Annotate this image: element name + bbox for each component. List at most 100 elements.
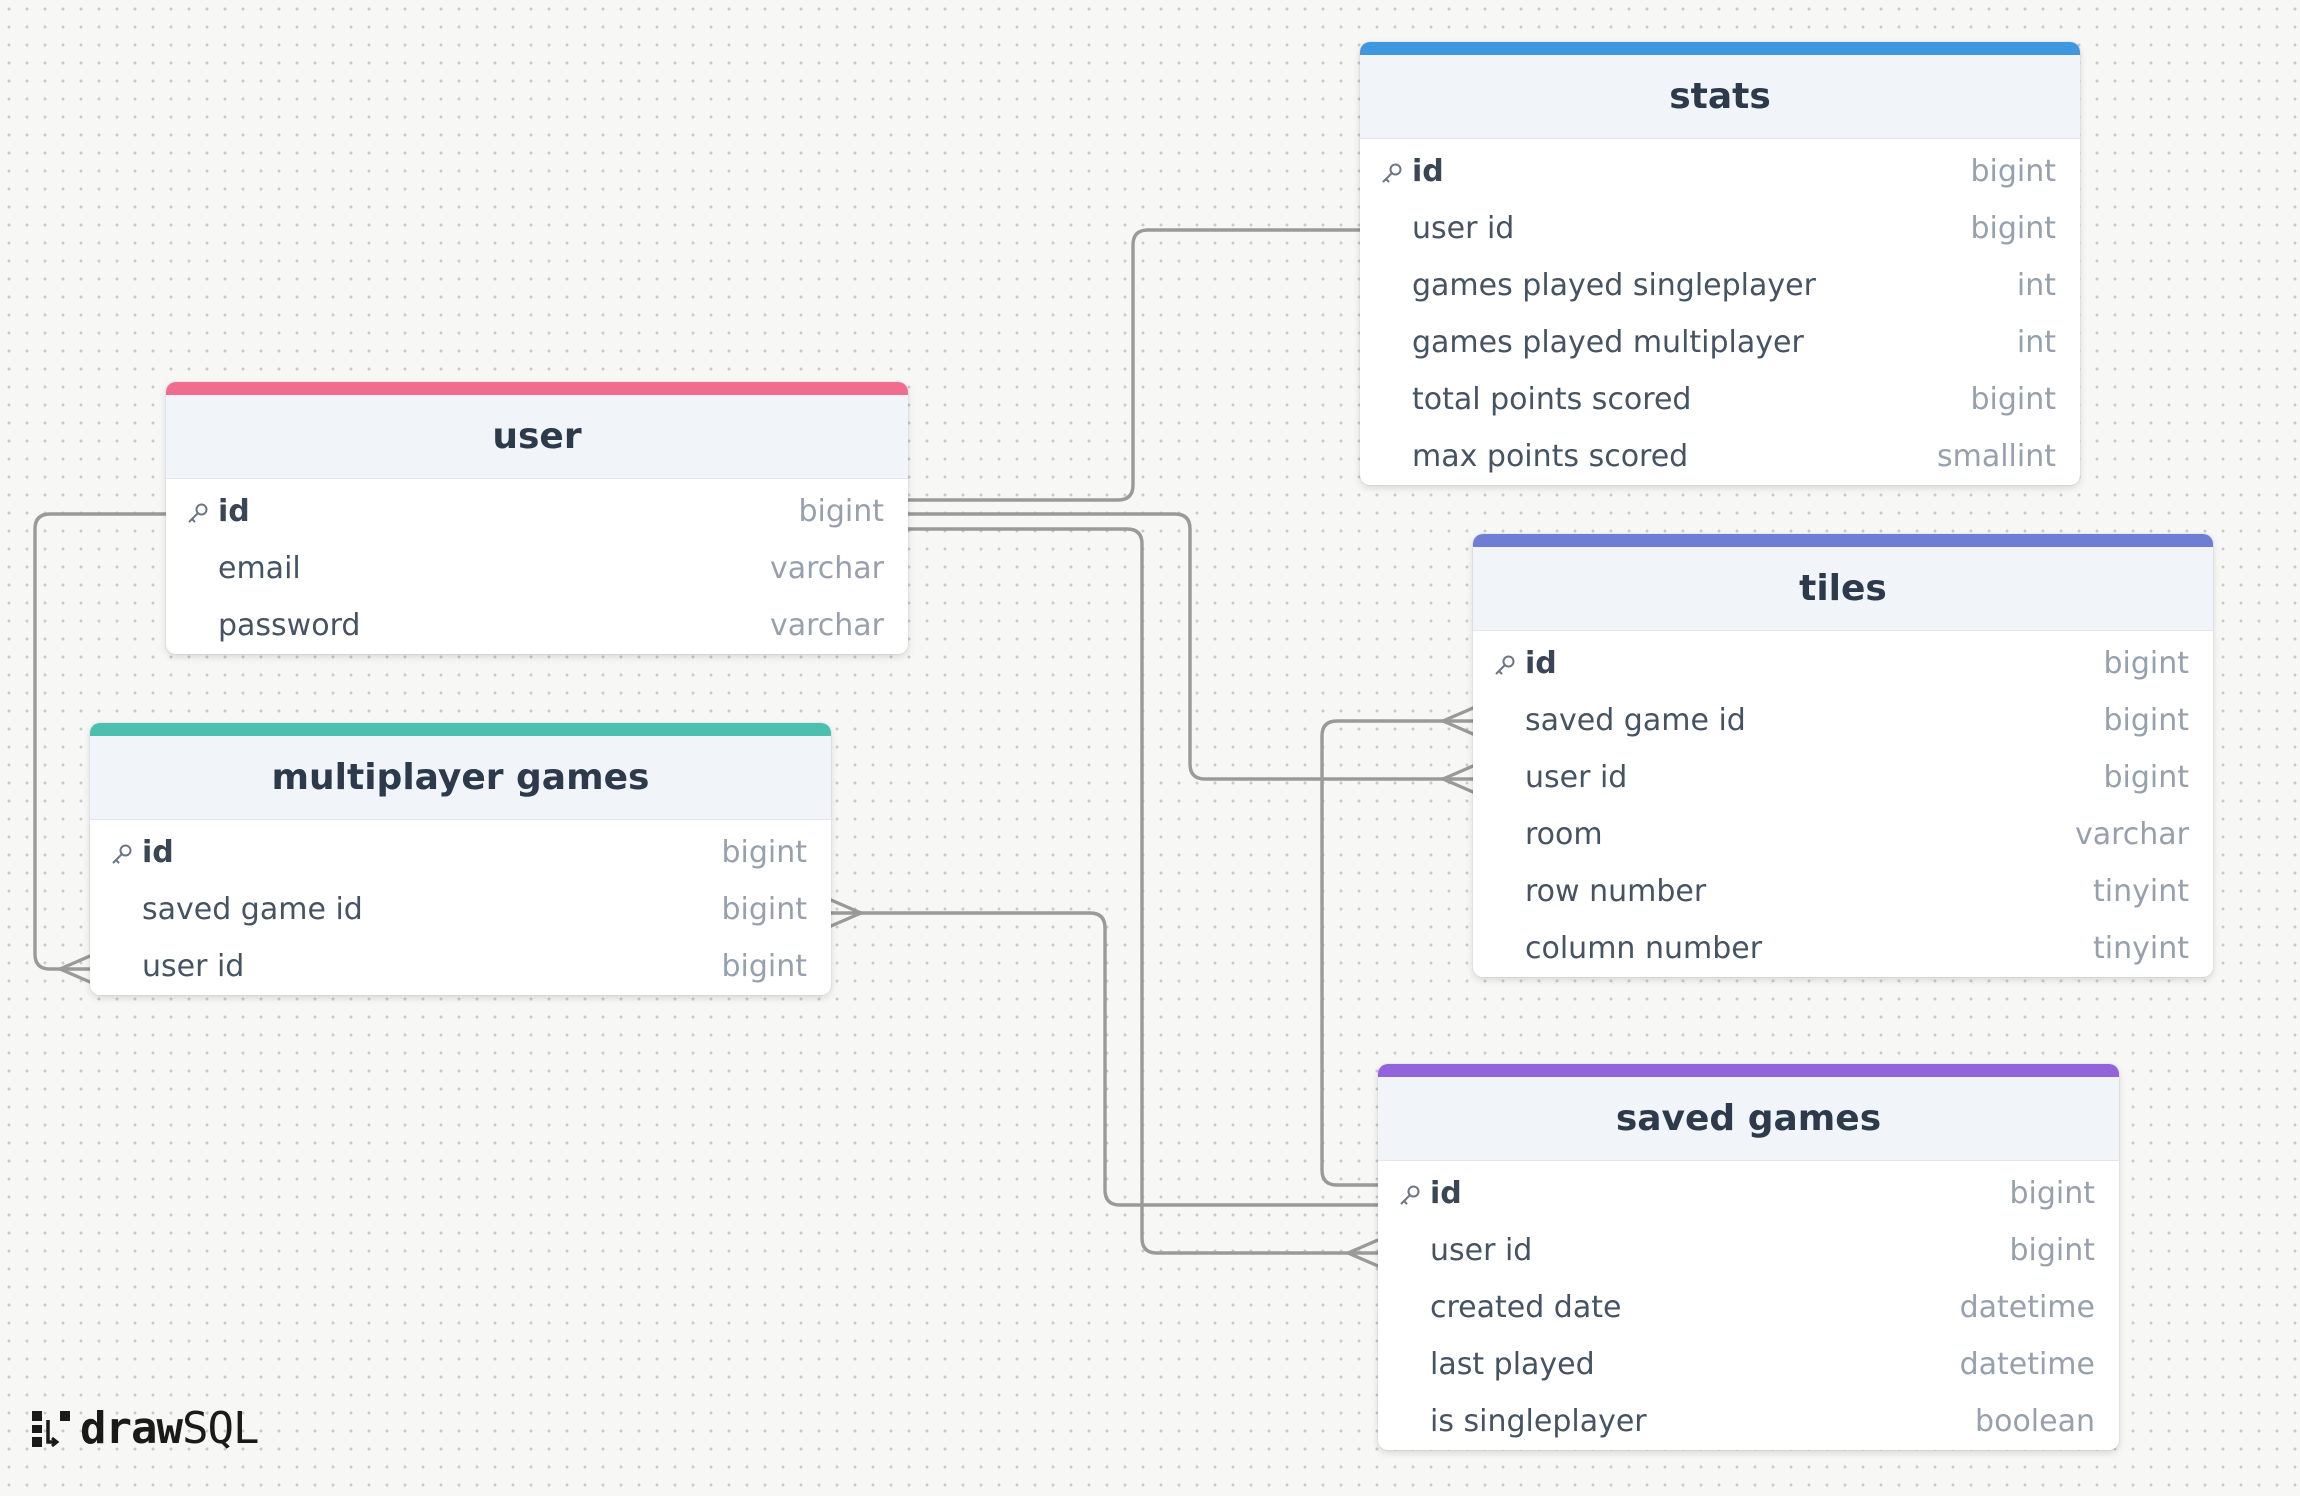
field-type: boolean	[1975, 1404, 2095, 1439]
field-name: id	[142, 835, 174, 870]
table-color-bar	[90, 723, 831, 736]
crowfoot-multiplayer-saved-game-id	[829, 898, 863, 928]
field-name: email	[218, 551, 301, 586]
field-list: id bigint user id bigint games played single…	[1360, 139, 2080, 485]
field-type: varchar	[769, 608, 884, 643]
field-row[interactable]: user id bigint	[90, 938, 831, 995]
field-name: column number	[1525, 931, 1763, 966]
edge-saved-games-multiplayer	[829, 911, 1380, 1207]
table-title: tiles	[1799, 568, 1887, 609]
edge-user-saved-games	[906, 527, 1380, 1255]
field-name: id	[1412, 154, 1444, 189]
table-title: user	[492, 416, 582, 457]
field-name: password	[218, 608, 361, 643]
key-icon	[1400, 1185, 1420, 1205]
field-type: bigint	[1970, 154, 2056, 189]
table-header[interactable]: tiles	[1473, 547, 2213, 631]
field-type: int	[2016, 325, 2056, 360]
field-type: bigint	[1970, 211, 2056, 246]
field-row[interactable]: column number tinyint	[1473, 920, 2213, 977]
key-icon	[112, 844, 132, 864]
field-name: games played singleplayer	[1412, 268, 1816, 303]
field-name: max points scored	[1412, 439, 1689, 474]
field-row[interactable]: email varchar	[166, 540, 908, 597]
crowfoot-saved-games-user-id	[1346, 1238, 1380, 1268]
field-name: last played	[1430, 1347, 1595, 1382]
field-row[interactable]: password varchar	[166, 597, 908, 654]
table-title: stats	[1669, 76, 1771, 117]
field-type: bigint	[1970, 382, 2056, 417]
field-name: total points scored	[1412, 382, 1692, 417]
field-row[interactable]: id bigint	[1360, 143, 2080, 200]
field-name: saved game id	[142, 892, 363, 927]
field-type: bigint	[2103, 760, 2189, 795]
field-type: varchar	[769, 551, 884, 586]
field-type: smallint	[1936, 439, 2056, 474]
field-row[interactable]: room varchar	[1473, 806, 2213, 863]
field-name: row number	[1525, 874, 1707, 909]
field-row[interactable]: id bigint	[1473, 635, 2213, 692]
field-type: datetime	[1959, 1347, 2095, 1382]
field-type: bigint	[2009, 1176, 2095, 1211]
field-row[interactable]: last played datetime	[1378, 1336, 2119, 1393]
table-title: multiplayer games	[271, 757, 650, 798]
field-row[interactable]: games played singleplayer int	[1360, 257, 2080, 314]
field-row[interactable]: id bigint	[166, 483, 908, 540]
table-header[interactable]: user	[166, 395, 908, 479]
field-list: id bigint email varchar password varchar	[166, 479, 908, 654]
field-name: id	[218, 494, 250, 529]
field-row[interactable]: id bigint	[1378, 1165, 2119, 1222]
field-row[interactable]: max points scored smallint	[1360, 428, 2080, 485]
field-name: created date	[1430, 1290, 1622, 1325]
table-stats[interactable]: stats id bigint user id bigint games played …	[1360, 42, 2080, 485]
field-row[interactable]: user id bigint	[1473, 749, 2213, 806]
field-name: room	[1525, 817, 1603, 852]
edge-user-stats	[906, 228, 1362, 502]
key-icon	[1495, 655, 1515, 675]
key-icon	[188, 503, 208, 523]
field-name: user id	[1412, 211, 1515, 246]
edge-user-tiles	[906, 512, 1475, 781]
field-name: user id	[1525, 760, 1628, 795]
crowfoot-tiles-saved-game-id	[1441, 706, 1475, 736]
field-row[interactable]: saved game id bigint	[90, 881, 831, 938]
table-color-bar	[1378, 1064, 2119, 1077]
field-row[interactable]: created date datetime	[1378, 1279, 2119, 1336]
field-name: user id	[1430, 1233, 1533, 1268]
field-name: id	[1430, 1176, 1462, 1211]
field-type: varchar	[2074, 817, 2189, 852]
table-header[interactable]: saved games	[1378, 1077, 2119, 1161]
field-row[interactable]: user id bigint	[1360, 200, 2080, 257]
table-title: saved games	[1615, 1098, 1882, 1139]
field-type: tinyint	[2093, 931, 2189, 966]
field-name: user id	[142, 949, 245, 984]
field-type: bigint	[721, 949, 807, 984]
table-header[interactable]: multiplayer games	[90, 736, 831, 820]
field-name: games played multiplayer	[1412, 325, 1804, 360]
table-user[interactable]: user id bigint email varchar password varchar	[166, 382, 908, 654]
field-row[interactable]: total points scored bigint	[1360, 371, 2080, 428]
field-type: bigint	[721, 892, 807, 927]
field-type: bigint	[798, 494, 884, 529]
table-color-bar	[1473, 534, 2213, 547]
table-header[interactable]: stats	[1360, 55, 2080, 139]
field-type: int	[2016, 268, 2056, 303]
crowfoot-tiles-user-id	[1441, 764, 1475, 794]
field-name: id	[1525, 646, 1557, 681]
key-icon	[1382, 163, 1402, 183]
field-type: datetime	[1959, 1290, 2095, 1325]
field-type: bigint	[2103, 646, 2189, 681]
field-row[interactable]: games played multiplayer int	[1360, 314, 2080, 371]
